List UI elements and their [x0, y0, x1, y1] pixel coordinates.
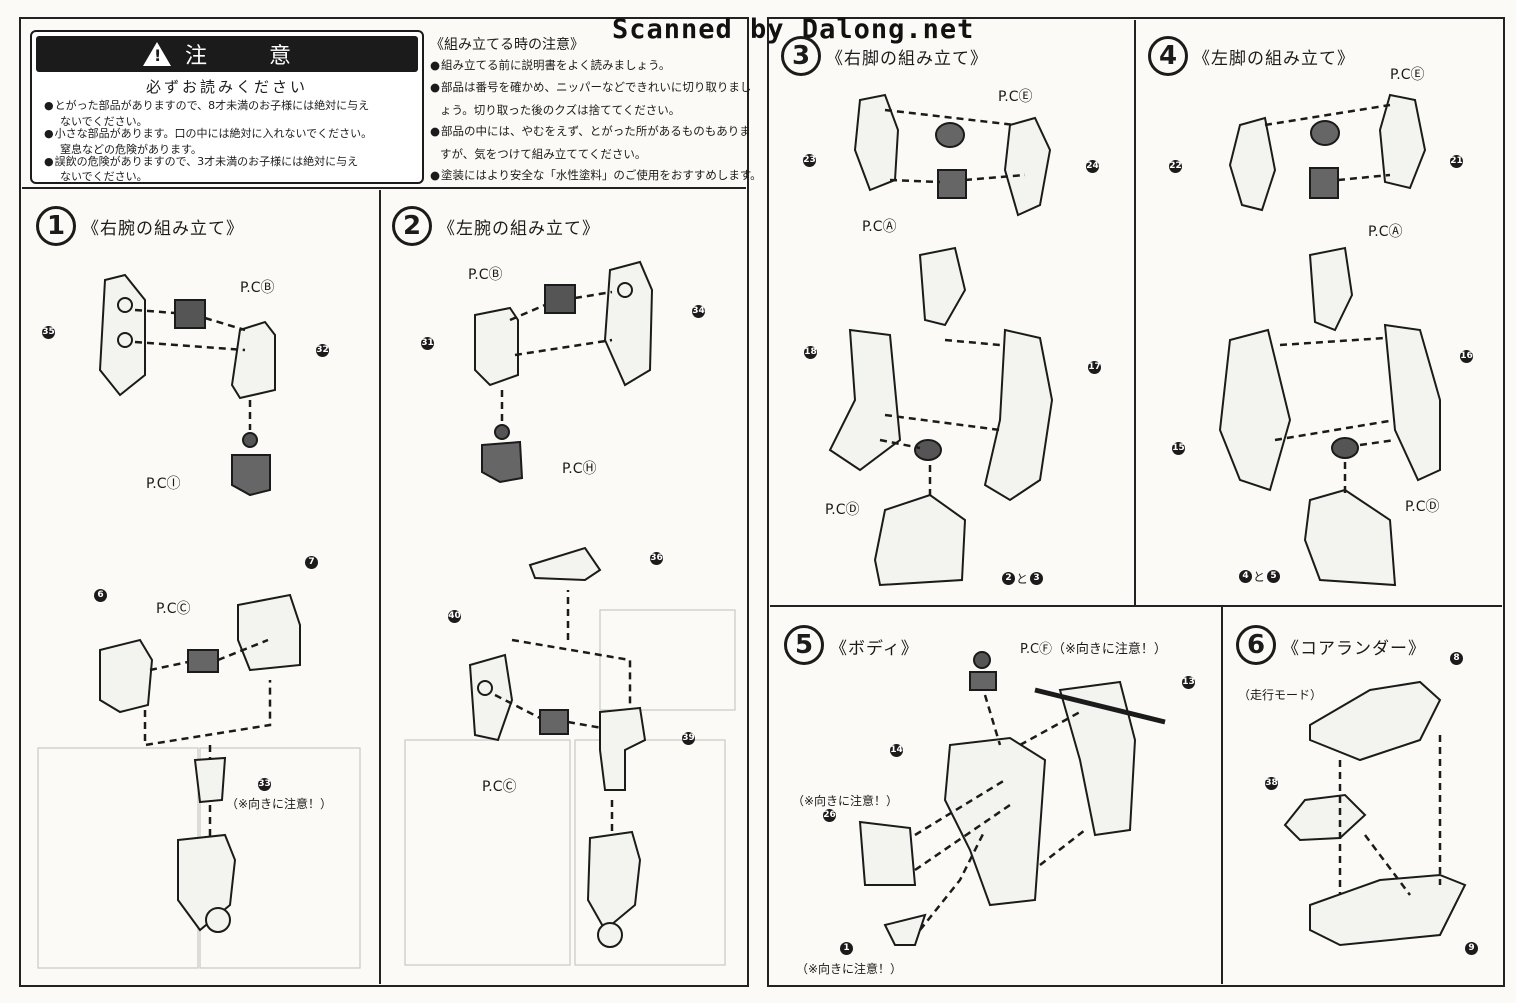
section-5-badge: 5 [784, 625, 824, 665]
part-number: 22 [1169, 160, 1182, 173]
orientation-note: （※向きに注意！） [796, 962, 903, 976]
pc-label: P.CⒸ [482, 779, 517, 795]
part-number: 23 [803, 154, 816, 167]
right-page-frame [767, 17, 1505, 987]
section-3-badge: 3 [781, 36, 821, 76]
pc-label: P.CⒽ [562, 461, 597, 477]
caution-item-cont: 窒息などの危険があります。 [60, 143, 202, 156]
assembly-note-cont: すが、気をつけて組み立ててください。 [440, 147, 647, 161]
part-number: 15 [1172, 442, 1185, 455]
orientation-note: （※向きに注意！） [792, 794, 899, 808]
pc-label: P.CⒻ（※向きに注意！） [1020, 642, 1167, 657]
part-number: 8 [1450, 652, 1463, 665]
left-page-frame [19, 17, 749, 987]
section-2-badge: 2 [392, 206, 432, 246]
pc-label: P.CⒷ [468, 267, 503, 283]
caution-item-cont: ないでください。 [60, 170, 148, 183]
run-mode-label: （走行モード） [1238, 688, 1323, 702]
assembly-note-cont: ょう。切り取った後のクズは捨ててください。 [440, 103, 681, 117]
caution-subtitle: 必ずお読みください [145, 78, 308, 96]
pc-label: P.CⒺ [998, 89, 1033, 105]
caution-header: 注 意 [36, 36, 418, 72]
section-5-parts [858, 651, 1166, 946]
part-number: 16 [1460, 350, 1473, 363]
section-3-parts [828, 93, 1054, 587]
section-6-parts [1283, 680, 1467, 947]
part-number: 13 [1182, 676, 1195, 689]
part-number: 24 [1086, 160, 1099, 173]
section-2-title: 《左腕の組み立て》 [438, 219, 600, 239]
section-4-badge: 4 [1148, 36, 1188, 76]
warning-icon [142, 42, 171, 66]
section-4-title: 《左脚の組み立て》 [1193, 49, 1355, 69]
assembly-note: 塗装にはより安全な「水性塗料」のご使用をおすすめします。 [430, 168, 762, 182]
section-6-badge: 6 [1236, 625, 1276, 665]
and-label: と [1016, 572, 1029, 586]
part-number: 14 [890, 744, 903, 757]
part-number: 18 [804, 346, 817, 359]
part-number: 1 [840, 942, 853, 955]
section-5-title: 《ボディ》 [830, 639, 919, 659]
section-2-parts [468, 260, 654, 948]
assembly-note: 部品の中には、やむをえず、とがった所があるものもありま [430, 124, 751, 138]
section-3-title: 《右脚の組み立て》 [826, 49, 988, 69]
assembly-note: 部品は番号を確かめ、ニッパーなどできれいに切り取りまし [430, 80, 751, 94]
caution-title: 注 意 [184, 44, 311, 69]
part-number: 33 [258, 778, 271, 791]
part-number: 35 [42, 326, 55, 339]
pc-label: P.CⒶ [1368, 224, 1403, 240]
part-number: 32 [316, 344, 329, 357]
section-4-parts [1218, 93, 1441, 587]
section-1-badge: 1 [36, 206, 76, 246]
part-number: 39 [682, 732, 695, 745]
section-6-title: 《コアランダー》 [1282, 639, 1426, 659]
part-number: 3 [1030, 572, 1043, 585]
and-label: と [1253, 570, 1266, 584]
part-number: 26 [823, 809, 836, 822]
caution-item-cont: ないでください。 [60, 115, 148, 128]
pc-label: P.CⒷ [240, 280, 275, 296]
part-number: 2 [1002, 572, 1015, 585]
pc-label: P.CⒶ [862, 219, 897, 235]
caution-box: 注 意 必ずお読みください とがった部品がありますので、8才未満のお子様には絶対… [30, 30, 424, 184]
caution-item: 誤飲の危険がありますので、3才未満のお子様には絶対に与え [44, 155, 359, 169]
assembly-note: 組み立てる前に説明書をよく読みましょう。 [430, 58, 670, 72]
part-number: 7 [305, 556, 318, 569]
part-number: 31 [421, 337, 434, 350]
part-number: 5 [1267, 570, 1280, 583]
part-number: 21 [1450, 155, 1463, 168]
caution-item: とがった部品がありますので、8才未満のお子様には絶対に与え [44, 99, 370, 113]
part-number: 38 [1265, 777, 1278, 790]
part-number: 40 [448, 610, 461, 623]
pc-label: P.CⒺ [1390, 67, 1425, 83]
orientation-note: （※向きに注意！） [226, 797, 333, 811]
part-number: 6 [94, 589, 107, 602]
pc-label: P.CⒸ [156, 601, 191, 617]
assembly-notes-title: 《組み立てる時の注意》 [430, 37, 584, 53]
part-number: 36 [650, 552, 663, 565]
pc-label: P.CⒹ [1405, 499, 1440, 515]
pc-label: P.CⒹ [825, 502, 860, 518]
caution-item: 小さな部品があります。口の中には絶対に入れないでください。 [44, 127, 373, 141]
section-1-parts [98, 273, 301, 933]
part-number: 4 [1239, 570, 1252, 583]
section-1-title: 《右腕の組み立て》 [82, 219, 244, 239]
pc-label: P.CⒾ [146, 476, 181, 492]
part-number: 34 [692, 305, 705, 318]
part-number: 9 [1465, 942, 1478, 955]
part-number: 17 [1088, 361, 1101, 374]
